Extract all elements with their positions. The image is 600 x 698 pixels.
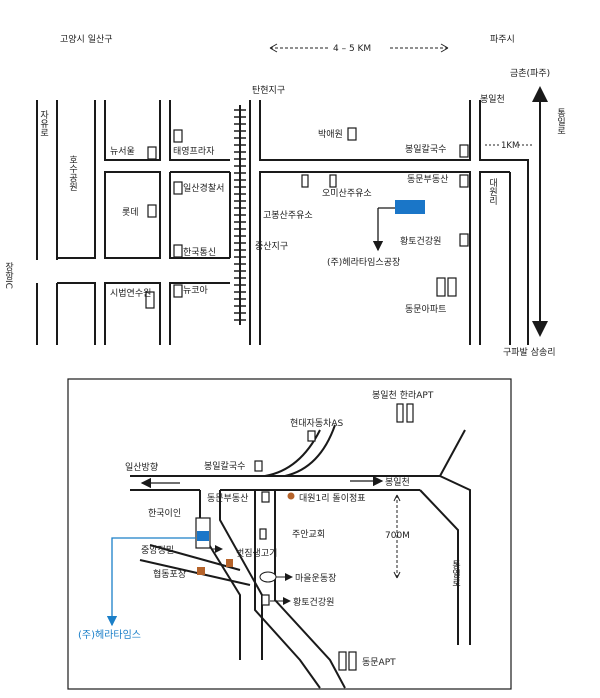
region-right-label: 파주시 <box>490 34 515 45</box>
700m-label: 700M <box>385 531 410 541</box>
hyeopdong-marker <box>197 567 205 575</box>
heratimes-label: (주)헤라타임스 <box>78 628 141 641</box>
hyundai-building <box>307 430 316 442</box>
daewon-stop-label: 대원1리 돌이정표 <box>299 493 366 504</box>
kalguksu-label-b: 봉일칼국수 <box>204 461 245 472</box>
hwangto-label-b: 황토건강원 <box>293 597 334 608</box>
lotte-label: 롯데 <box>122 207 139 218</box>
bottom-map: 700M 봉일천 한라APT 현대자동차AS 일산방향 봉일칼국수 봉일천 동문… <box>67 378 512 690</box>
police-building <box>173 181 183 195</box>
heratimes-route <box>106 537 196 627</box>
factory-marker <box>395 200 425 214</box>
hwangto-building-b <box>261 594 270 606</box>
gobongsan-label: 고봉산주유소 <box>263 210 313 221</box>
region-left-label: 고양시 일산구 <box>60 34 113 45</box>
village-ground-shape <box>259 571 277 583</box>
omisan-label: 오미산주유소 <box>322 188 372 199</box>
gobongsan-building <box>301 174 309 188</box>
dongmun-apt-label: 동문아파트 <box>405 304 446 315</box>
tongil-ro-vertical: 통일로 <box>555 108 565 135</box>
one-km-indicator: 1KM <box>485 141 532 151</box>
church-label: 주안교회 <box>292 529 325 540</box>
daewon-stop-marker <box>287 492 295 500</box>
butjip-label: 벗짐생고기 <box>236 548 277 559</box>
siberp-label: 시법연수원 <box>110 288 151 299</box>
newseoul-label: 뉴서울 <box>110 146 135 157</box>
omisan-building <box>329 174 337 188</box>
bongilcheon-label-b: 봉일천 <box>385 477 410 488</box>
jungang-label: 중앙정밀 <box>141 544 174 556</box>
siberp-building <box>145 291 155 309</box>
bottom-map-frame <box>67 378 512 690</box>
apt-building-1 <box>436 277 446 297</box>
hanguk-ion-label: 한국이인 <box>148 508 181 519</box>
top-roads <box>36 100 529 345</box>
dongmun-apt-1 <box>338 651 347 671</box>
railway <box>234 105 246 325</box>
newseoul-building <box>147 146 157 160</box>
one-km-label: 1KM <box>501 141 519 151</box>
church-building <box>259 528 267 540</box>
taeyoung-building <box>173 129 183 143</box>
gupabal-label: 구파발 삼송리 <box>503 347 556 358</box>
kalguksu-building <box>459 144 469 158</box>
realty-building <box>459 174 469 188</box>
ilsan-dir-label: 일산방향 <box>125 461 158 473</box>
hanra-apt-1 <box>396 403 404 423</box>
hyundai-label: 현대자동차AS <box>290 417 344 429</box>
butjip-marker <box>226 559 233 567</box>
tongsin-label: 한국통신 <box>183 247 216 258</box>
dongmun-apt-label-b: 동문APT <box>362 657 396 668</box>
hwangto-building <box>459 233 469 247</box>
bakaewon-building <box>347 127 357 141</box>
apt-building-2 <box>447 277 457 297</box>
daewon-ri-label: 대원리 <box>487 178 497 206</box>
heratimes-marker <box>197 531 209 541</box>
bakaewon-label: 박애원 <box>318 129 343 140</box>
top-map: 고양시 일산구 파주시 4 – 5 KM <box>3 34 565 358</box>
realty-label: 동문부동산 <box>407 174 448 185</box>
kalguksu-label: 봉일칼국수 <box>405 144 446 155</box>
realty-label-b: 동문부동산 <box>207 493 248 504</box>
dongmun-apt-2 <box>348 651 357 671</box>
bongilcheon-label: 봉일천 <box>480 94 505 105</box>
tongil-ro-label-b: 통일로 <box>450 560 460 587</box>
village-ground-label: 마을운동장 <box>295 573 336 584</box>
jayu-ro-label: 자유로 <box>38 110 48 137</box>
factory-label: (주)헤라타임스공장 <box>327 256 400 268</box>
jungsan-label: 중산지구 <box>255 241 288 252</box>
taeyoung-label: 태영프라자 <box>173 146 215 157</box>
distance-label: 4 – 5 KM <box>333 44 371 54</box>
distance-indicator: 4 – 5 KM <box>269 43 449 54</box>
hwangto-label: 황토건강원 <box>400 236 441 247</box>
hanra-label: 봉일천 한라APT <box>372 390 434 401</box>
newcore-building <box>173 284 183 298</box>
hanra-apt-2 <box>406 403 414 423</box>
kalguksu-building-b <box>254 460 263 472</box>
hyeopdong-label: 협동포장 <box>153 568 186 580</box>
janghang-ic-label: 장항IC <box>3 262 13 289</box>
geumchon-label: 금촌(파주) <box>510 68 550 79</box>
lotte-building <box>147 204 157 218</box>
realty-building-b <box>261 491 270 503</box>
tanhyeon-label: 탄현지구 <box>252 85 285 96</box>
police-label: 일산경찰서 <box>183 182 224 194</box>
tongsin-building <box>173 244 183 258</box>
hosu-park-label: 호수공원 <box>67 155 77 191</box>
newcore-label: 뉴코아 <box>183 285 209 296</box>
